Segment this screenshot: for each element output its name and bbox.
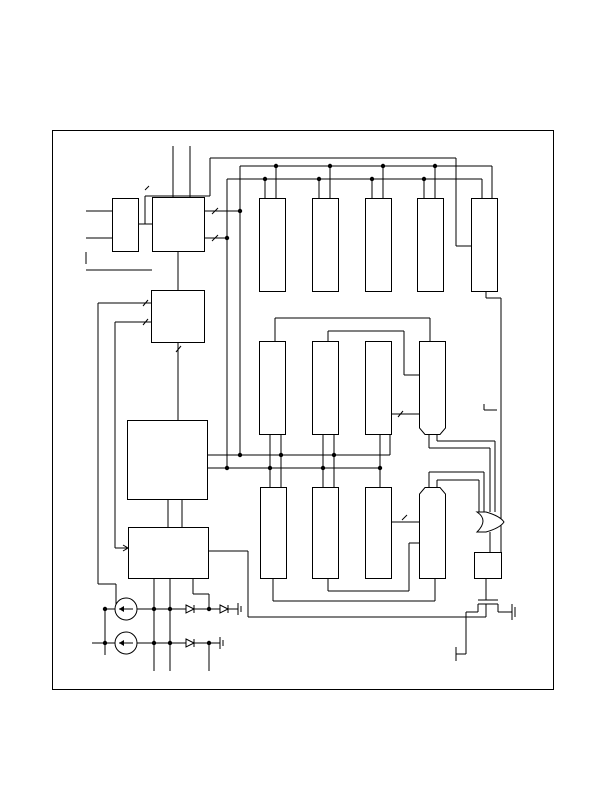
middle-row-wiring <box>274 317 431 415</box>
main-block <box>127 420 208 500</box>
upper-register-3 <box>365 198 392 292</box>
lower-block <box>128 527 209 579</box>
output-latch <box>474 552 502 579</box>
input-block <box>112 198 139 252</box>
inter-row-bus <box>224 434 391 487</box>
upper-register-4 <box>417 198 444 292</box>
upper-register-bus <box>226 163 493 238</box>
lower-row-wiring <box>272 410 436 602</box>
upper-register-2 <box>312 198 339 292</box>
low-alu <box>419 487 446 579</box>
low-register-3 <box>365 487 392 579</box>
or-gate <box>475 511 505 533</box>
output-transistor <box>455 578 516 661</box>
lower-block-wiring <box>122 544 486 671</box>
alu-to-gate-wiring <box>428 434 496 512</box>
upper-register-5 <box>471 198 498 292</box>
diode-chain <box>185 603 242 671</box>
control-block <box>152 197 205 252</box>
middle-wiring <box>97 299 182 609</box>
upper-register-1 <box>259 198 286 292</box>
low-register-1 <box>260 487 287 579</box>
register-5-output <box>483 291 502 579</box>
mid-register-2 <box>312 341 339 435</box>
mid-register-1 <box>259 341 286 435</box>
input-section <box>85 146 471 291</box>
mid-alu <box>419 341 446 435</box>
low-register-2 <box>312 487 339 579</box>
main-block-wiring <box>167 211 390 527</box>
mid-register-3 <box>365 341 392 435</box>
middle-control-block <box>151 290 205 343</box>
diagram-frame <box>52 130 554 690</box>
current-sources <box>92 597 186 655</box>
